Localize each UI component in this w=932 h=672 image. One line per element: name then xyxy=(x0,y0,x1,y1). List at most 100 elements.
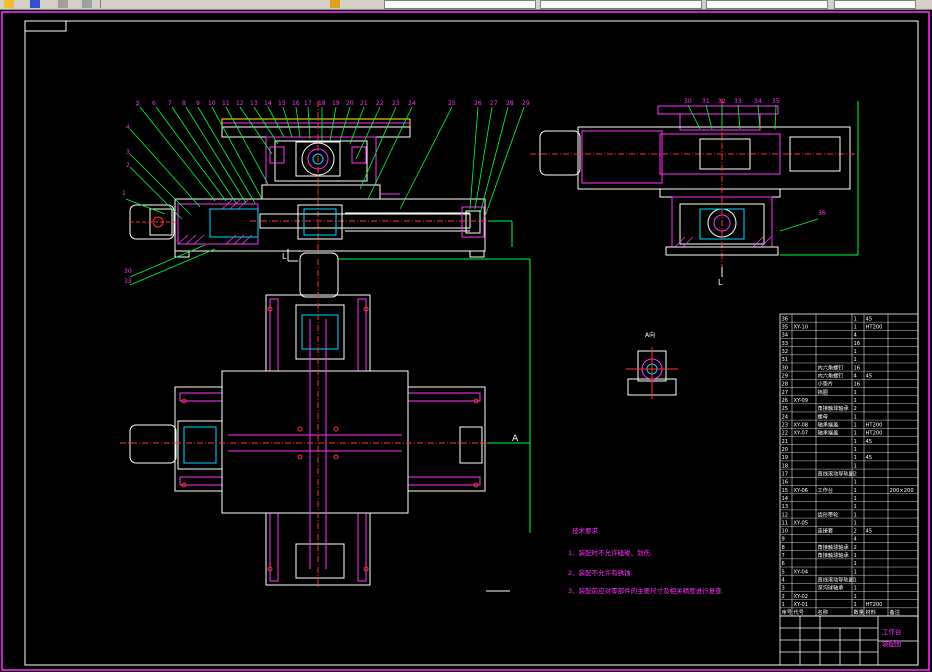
bom-cell: 1 xyxy=(854,316,857,322)
bom-cell: 1 xyxy=(854,455,857,461)
bom-cell: 角接触球轴承 xyxy=(818,543,850,551)
plotstyle-dropdown[interactable] xyxy=(834,0,916,9)
balloon-label: 32 xyxy=(718,98,726,105)
title-line1: 工作台 xyxy=(882,627,902,636)
tech-req-line: 1、装配时不允许磕碰、划伤. xyxy=(568,548,652,557)
bom-cell: 30 xyxy=(782,365,789,371)
side-leaders xyxy=(687,104,819,232)
bom-cell: 20 xyxy=(782,447,789,453)
bom-cell: 45 xyxy=(866,439,873,445)
layer-dropdown[interactable] xyxy=(384,0,536,9)
bom-cell: 材料 xyxy=(866,608,876,616)
balloon-label: 3 xyxy=(126,149,130,156)
bom-cell: 2 xyxy=(854,406,857,412)
balloon-label: 33 xyxy=(124,278,132,285)
bom-cell: 挡圈 xyxy=(818,388,828,396)
bom-cell: 13 xyxy=(782,504,789,510)
bom-cell: 1 xyxy=(854,586,857,592)
bom-cell: 数量 xyxy=(854,608,864,616)
open-icon[interactable] xyxy=(4,0,14,8)
bom-cell: 25 xyxy=(782,406,789,412)
balloon-label: 22 xyxy=(376,100,384,107)
balloon-label: 11 xyxy=(222,100,230,107)
bom-cell: HT200 xyxy=(866,602,883,608)
balloons-top: 5 6 7 8 9 10 11 12 13 14 15 16 17 18 19 … xyxy=(122,100,530,285)
bom-cell: 1 xyxy=(854,447,857,453)
bom-cell: 4 xyxy=(854,333,858,339)
bom-cell: 24 xyxy=(782,414,789,420)
a-view xyxy=(626,347,678,399)
bom-cell: 18 xyxy=(782,463,789,469)
bom-cell: 1 xyxy=(854,431,857,437)
bom-cell: 备注 xyxy=(890,608,900,616)
bom-cell: 2 xyxy=(854,529,857,535)
bom-cell: 轴承端盖 xyxy=(818,420,839,428)
bom-cell: XY-08 xyxy=(794,422,809,428)
help-icon[interactable] xyxy=(30,0,40,8)
bom-cell: 35 xyxy=(782,325,789,331)
section-label-top: L xyxy=(282,252,287,261)
redo-icon[interactable] xyxy=(82,0,92,8)
bom-cell: 1 xyxy=(854,414,857,420)
bom-cell: 直线滚动导轨副 xyxy=(818,576,854,584)
bom-cell: 16 xyxy=(782,480,789,486)
balloon-label: 29 xyxy=(522,100,530,107)
bom-cell: 直线滚动导轨副 xyxy=(818,469,854,477)
drawing-canvas[interactable]: L 5 6 7 8 xyxy=(0,9,932,672)
bom-cell: 名称 xyxy=(818,608,828,616)
bom-cell: 1 xyxy=(854,496,857,502)
bom-cell: 21 xyxy=(782,439,789,445)
bom-cell: 17 xyxy=(782,471,789,477)
balloon-label: 8 xyxy=(182,100,186,107)
bom-cell: 内六角螺钉 xyxy=(818,363,844,371)
bom-cell: HT200 xyxy=(866,422,883,428)
balloon-label: 13 xyxy=(250,100,258,107)
bom-cell: 6 xyxy=(782,561,785,567)
balloon-label: 4 xyxy=(126,124,130,131)
undo-icon[interactable] xyxy=(58,0,68,8)
bom-cell: 内六角螺钉 xyxy=(818,371,844,379)
bom-cell: HT200 xyxy=(866,431,883,437)
balloon-label: 31 xyxy=(702,98,710,105)
linetype-dropdown[interactable] xyxy=(540,0,702,9)
bom-cell: 45 xyxy=(866,455,873,461)
balloon-label: 33 xyxy=(734,98,742,105)
bom-cell: XY-02 xyxy=(794,594,809,600)
balloon-label: 20 xyxy=(346,100,354,107)
bom-cell: 1 xyxy=(782,602,785,608)
bom-cell: 7 xyxy=(782,553,785,559)
balloon-label: 21 xyxy=(360,100,368,107)
bom-cell: 45 xyxy=(866,316,873,322)
front-view xyxy=(129,101,513,262)
bom-cell: 1 xyxy=(854,422,857,428)
bom-cell: 1 xyxy=(854,463,857,469)
bom-cell: 1 xyxy=(854,390,857,396)
bom-cell: 序号 xyxy=(782,608,792,616)
bom-cell: 28 xyxy=(782,382,789,388)
bom-cell: 连接套 xyxy=(818,527,834,535)
bom-cell: 32 xyxy=(782,349,789,355)
bom-cell: XY-10 xyxy=(794,325,809,331)
bom-cell: 1 xyxy=(854,357,857,363)
tech-req-line: 3、装配前应对零部件的主要尺寸及相关精度进行复查. xyxy=(568,586,724,595)
balloon-label: 10 xyxy=(208,100,216,107)
bom-cell: XY-04 xyxy=(794,569,809,575)
bom-cell: 23 xyxy=(782,422,789,428)
bom-cell: 12 xyxy=(782,512,789,518)
bom-cell: 1 xyxy=(854,349,857,355)
bom-cell: 36 xyxy=(782,316,789,322)
bom-cell: 29 xyxy=(782,373,789,379)
title-block xyxy=(779,615,919,666)
balloon-label: 9 xyxy=(196,100,200,107)
lineweight-dropdown[interactable] xyxy=(706,0,828,9)
bom-cell: 15 xyxy=(782,488,789,494)
bom-cell: 1 xyxy=(854,553,857,559)
bom-cell: 2 xyxy=(782,594,785,600)
plan-view xyxy=(120,252,531,592)
bom-cell: 34 xyxy=(782,333,789,339)
properties-icon[interactable] xyxy=(330,0,340,8)
top-left-tab xyxy=(24,21,67,32)
bom-cell: 1 xyxy=(854,569,857,575)
bom-cell: 26 xyxy=(782,398,789,404)
bom-cell: XY-05 xyxy=(794,520,809,526)
